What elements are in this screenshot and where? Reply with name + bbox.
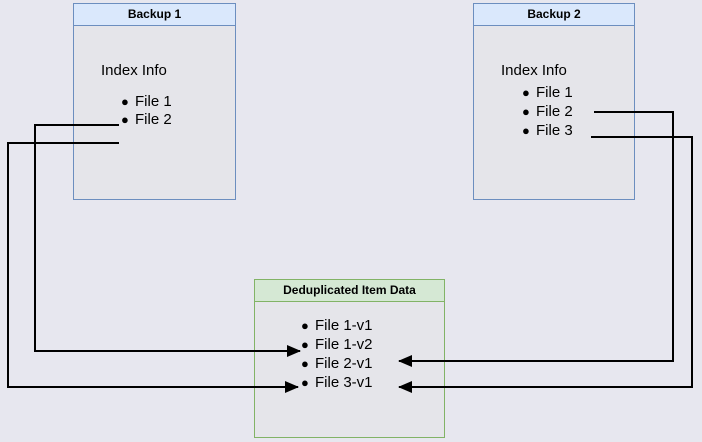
- bullet-icon: ●: [522, 104, 530, 119]
- dedup-file-list: ●File 1-v1 ●File 1-v2 ●File 2-v1 ●File 3…: [301, 316, 373, 392]
- backup2-file-item: ●File 3: [522, 122, 573, 139]
- dedup-file-item: ●File 2-v1: [301, 355, 373, 372]
- backup2-index-info-label: Index Info: [501, 62, 567, 79]
- backup2-title: Backup 2: [474, 4, 634, 26]
- backup1-index-info-label: Index Info: [101, 62, 167, 79]
- backup1-file-list: ●File 1 ●File 2: [121, 93, 172, 129]
- bullet-icon: ●: [121, 112, 129, 127]
- backup1-title: Backup 1: [74, 4, 235, 26]
- bullet-icon: ●: [301, 356, 309, 371]
- dedup-file-item: ●File 1-v1: [301, 317, 373, 334]
- bullet-icon: ●: [301, 375, 309, 390]
- backup1-file-item: ●File 2: [121, 111, 172, 128]
- backup2-file-item: ●File 2: [522, 103, 573, 120]
- backup2-file-list: ●File 1 ●File 2 ●File 3: [522, 83, 573, 140]
- dedup-box: Deduplicated Item Data ●File 1-v1 ●File …: [254, 279, 445, 438]
- bullet-icon: ●: [522, 85, 530, 100]
- backup2-file-item: ●File 1: [522, 84, 573, 101]
- backup2-box: Backup 2 Index Info ●File 1 ●File 2 ●Fil…: [473, 3, 635, 200]
- backup1-box: Backup 1 Index Info ●File 1 ●File 2: [73, 3, 236, 200]
- dedup-file-item: ●File 1-v2: [301, 336, 373, 353]
- bullet-icon: ●: [121, 94, 129, 109]
- bullet-icon: ●: [301, 318, 309, 333]
- bullet-icon: ●: [301, 337, 309, 352]
- backup1-file-item: ●File 1: [121, 93, 172, 110]
- bullet-icon: ●: [522, 123, 530, 138]
- dedup-title: Deduplicated Item Data: [255, 280, 444, 302]
- dedup-file-item: ●File 3-v1: [301, 374, 373, 391]
